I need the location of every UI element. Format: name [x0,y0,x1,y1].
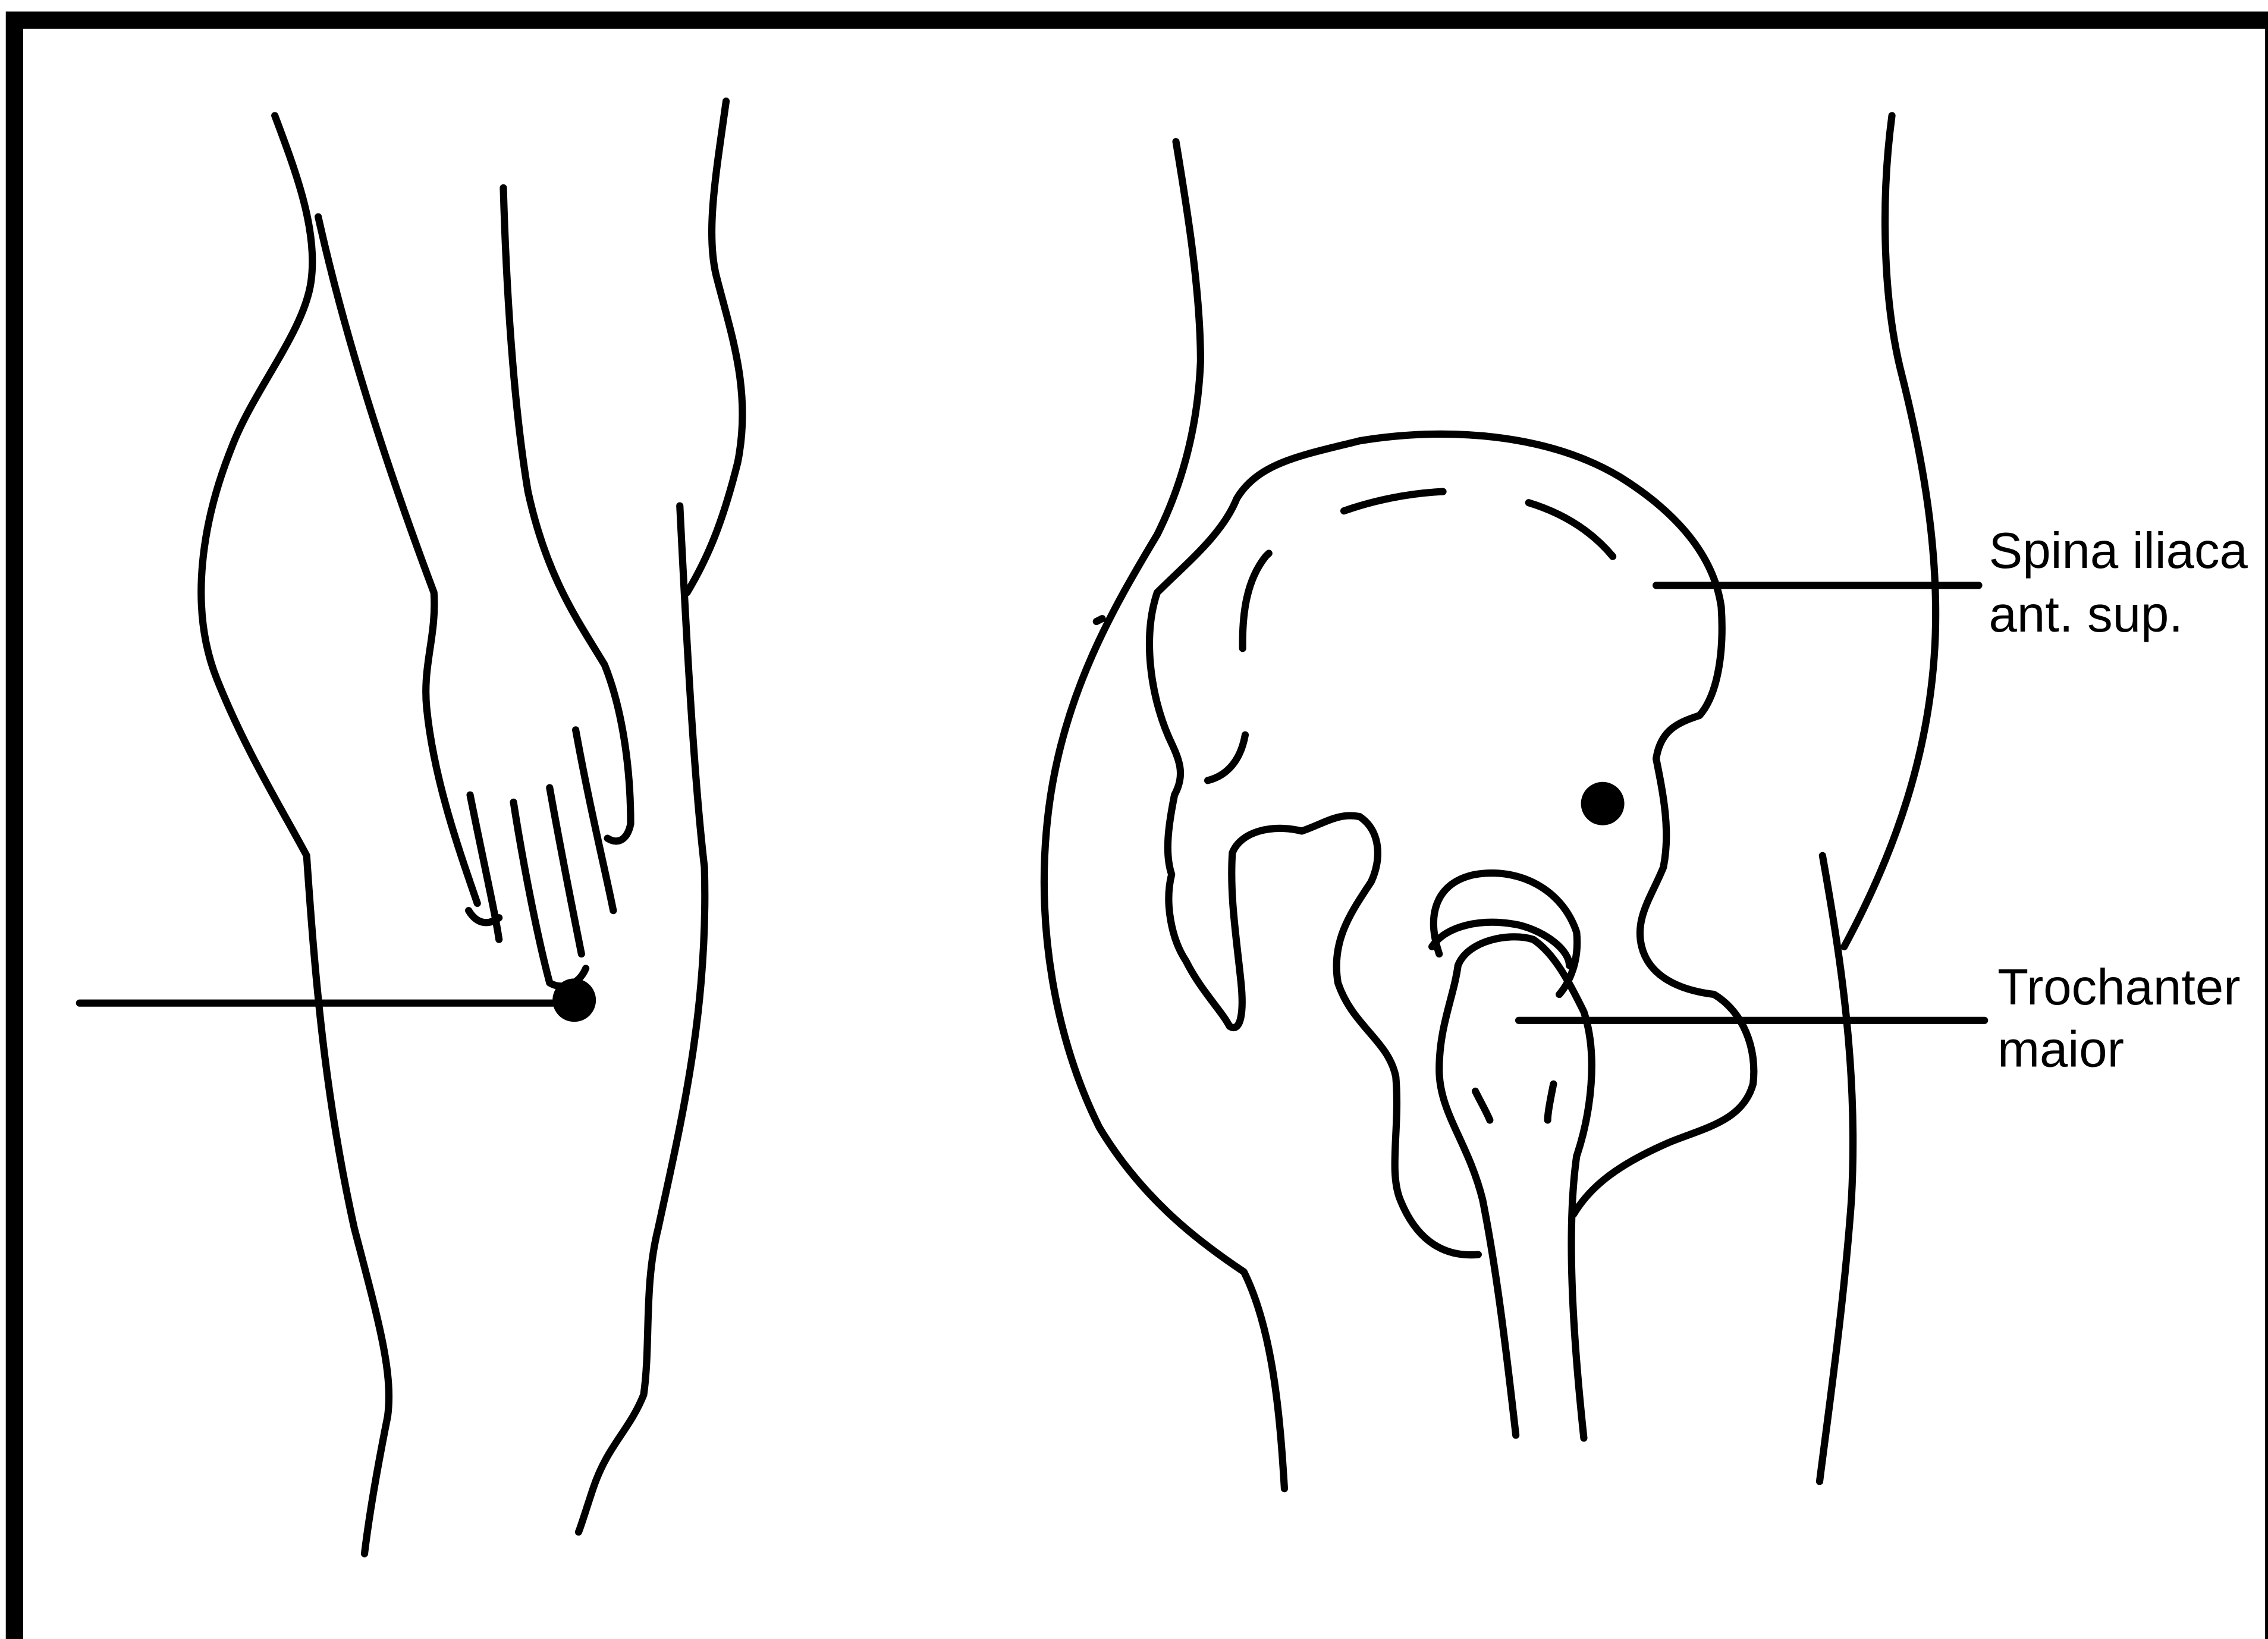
left-landmark-dot [552,978,596,1022]
trochanter-label-line2: maior [1997,1022,2124,1078]
trochanter-label-line1: Trochanter [1997,959,2240,1016]
spina-label-line1: Spina iliaca [1989,523,2248,579]
figure-border [14,20,2268,1639]
spina-label-line2: ant. sup. [1989,586,2183,643]
pelvis-landmark-dot [1581,782,1625,825]
